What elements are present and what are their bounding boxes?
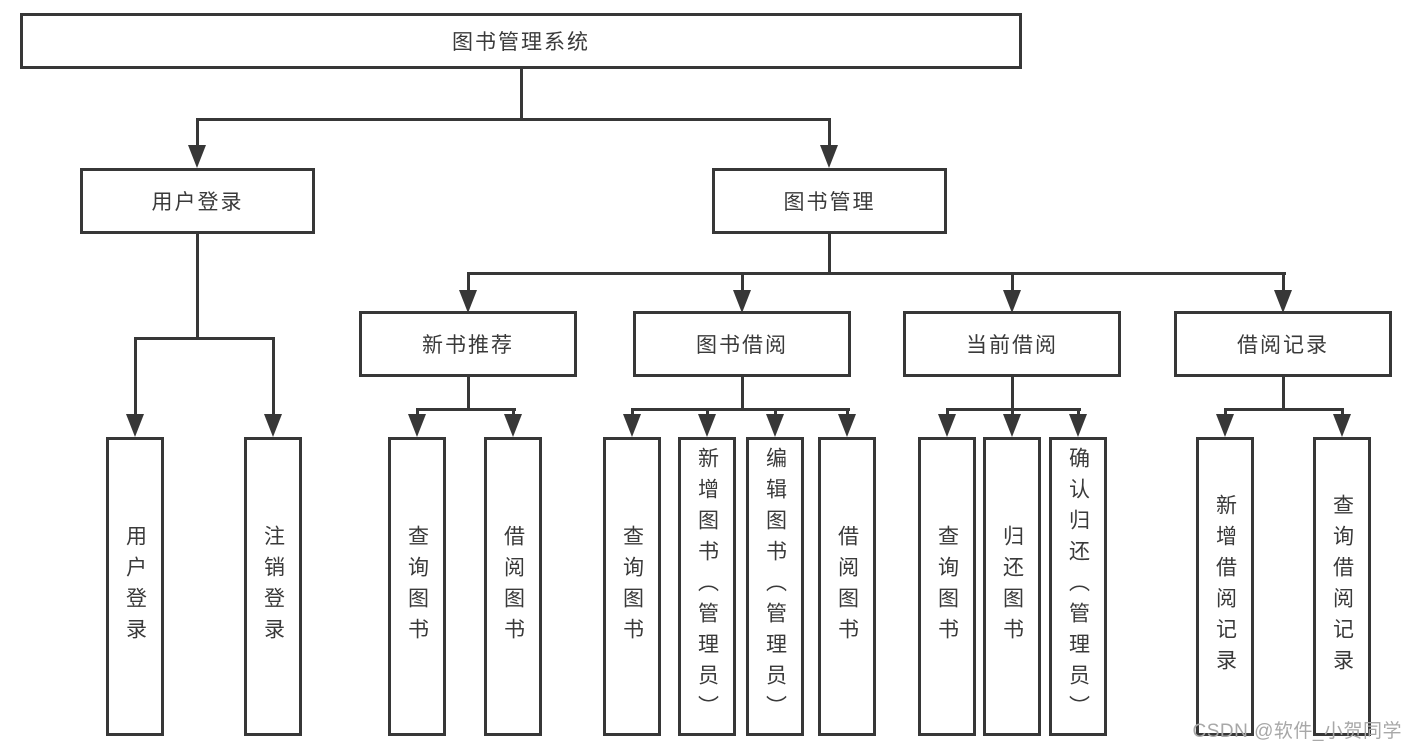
arrow-down-icon xyxy=(1069,414,1087,437)
arrow-down-icon xyxy=(698,414,716,437)
connector-shaft xyxy=(133,339,137,415)
node-new-book-recommendation: 新书推荐 xyxy=(359,311,577,377)
leaf-borrow-books-borrowing: 借阅图书 xyxy=(818,437,876,736)
arrow-down-icon xyxy=(504,414,522,437)
node-book-borrowing: 图书借阅 xyxy=(633,311,851,377)
connector-trunk xyxy=(827,234,831,274)
connector-split xyxy=(1223,408,1344,411)
connector-shaft xyxy=(773,410,777,416)
connector-split xyxy=(466,272,1286,275)
connector-shaft xyxy=(1010,410,1014,416)
arrow-down-icon xyxy=(1216,414,1234,437)
leaf-add-books-admin: 新增图书（管理员） xyxy=(678,437,736,736)
arrow-down-icon xyxy=(820,145,838,168)
connector-root-trunk xyxy=(519,68,523,120)
connector-trunk xyxy=(195,234,199,339)
leaf-query-books-recommend: 查询图书 xyxy=(388,437,446,736)
arrow-down-icon xyxy=(838,414,856,437)
connector-shaft xyxy=(827,120,831,148)
leaf-confirm-return-admin: 确认归还（管理员） xyxy=(1049,437,1107,736)
connector-shaft xyxy=(1076,410,1080,416)
arrow-down-icon xyxy=(623,414,641,437)
arrow-down-icon xyxy=(733,290,751,313)
connector-shaft xyxy=(1010,274,1014,292)
connector-trunk xyxy=(1010,377,1014,410)
arrow-down-icon xyxy=(1333,414,1351,437)
connector-split xyxy=(945,408,1081,411)
connector-split xyxy=(133,337,275,340)
arrow-down-icon xyxy=(126,414,144,437)
connector-shaft xyxy=(466,274,470,292)
leaf-user-login: 用户登录 xyxy=(106,437,164,736)
connector-shaft xyxy=(630,410,634,416)
leaf-query-borrow-record: 查询借阅记录 xyxy=(1313,437,1371,736)
connector-trunk xyxy=(1281,377,1285,410)
connector-shaft xyxy=(195,120,199,148)
arrow-down-icon xyxy=(1274,290,1292,313)
arrow-down-icon xyxy=(1003,290,1021,313)
leaf-edit-books-admin: 编辑图书（管理员） xyxy=(746,437,804,736)
connector-shaft xyxy=(415,410,419,416)
arrow-down-icon xyxy=(766,414,784,437)
arrow-down-icon xyxy=(264,414,282,437)
node-user-login: 用户登录 xyxy=(80,168,315,234)
arrow-down-icon xyxy=(1003,414,1021,437)
arrow-down-icon xyxy=(188,145,206,168)
connector-shaft xyxy=(1281,274,1285,292)
leaf-query-books-current: 查询图书 xyxy=(918,437,976,736)
connector-shaft xyxy=(845,410,849,416)
leaf-query-books-borrowing: 查询图书 xyxy=(603,437,661,736)
node-book-management: 图书管理 xyxy=(712,168,947,234)
connector-shaft xyxy=(740,274,744,292)
connector-trunk xyxy=(466,377,470,410)
arrow-down-icon xyxy=(408,414,426,437)
node-borrowing-records: 借阅记录 xyxy=(1174,311,1392,377)
arrow-down-icon xyxy=(459,290,477,313)
arrow-down-icon xyxy=(938,414,956,437)
node-root: 图书管理系统 xyxy=(20,13,1022,69)
connector-split xyxy=(630,408,850,411)
connector-shaft xyxy=(271,339,275,415)
connector-split xyxy=(415,408,516,411)
connector-trunk xyxy=(740,377,744,410)
connector-shaft xyxy=(1340,410,1344,416)
leaf-add-borrow-record: 新增借阅记录 xyxy=(1196,437,1254,736)
connector-shaft xyxy=(705,410,709,416)
connector-root-split xyxy=(195,118,831,121)
connector-shaft xyxy=(945,410,949,416)
connector-shaft xyxy=(511,410,515,416)
leaf-borrow-books-recommend: 借阅图书 xyxy=(484,437,542,736)
watermark: CSDN @软件_小贺同学 xyxy=(1192,721,1402,742)
connector-shaft xyxy=(1223,410,1227,416)
leaf-return-books: 归还图书 xyxy=(983,437,1041,736)
node-current-borrowing: 当前借阅 xyxy=(903,311,1121,377)
leaf-logout: 注销登录 xyxy=(244,437,302,736)
